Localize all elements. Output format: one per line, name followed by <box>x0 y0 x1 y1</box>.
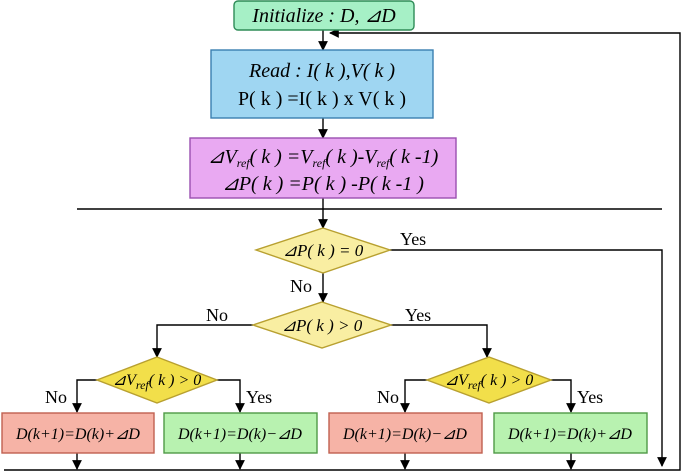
output-increase-left-label: D(k+1)=D(k)+⊿D <box>15 426 140 443</box>
calc-box <box>189 137 457 199</box>
init-box <box>233 0 415 31</box>
edge-bottom-return <box>4 28 681 471</box>
output-decrease-left-box <box>163 412 318 454</box>
edge-d3-yes <box>217 379 245 413</box>
decision-dvref-right: ⊿Vref( k ) > 0 <box>424 356 554 404</box>
output-increase-right-box <box>493 412 648 454</box>
output-increase-right-label: D(k+1)=D(k)+⊿D <box>507 426 632 443</box>
read-node: Read : I( k ),V( k ) P( k ) =I( k ) x V(… <box>210 49 434 119</box>
decision-dvref-right-shape <box>424 356 554 404</box>
calc-line-2: ⊿P( k ) =P( k ) -P( k -1 ) <box>222 173 424 195</box>
edge-d2-no <box>152 324 253 358</box>
init-node: Initialize : D, ⊿D <box>233 0 415 31</box>
decision-dp-zero: ⊿P( k ) = 0 <box>253 227 393 274</box>
label-d2-yes: Yes <box>405 305 431 325</box>
label-d3-no: No <box>45 387 67 407</box>
decision-dvref-left-shape <box>95 356 219 404</box>
edge-labels: Yes No No Yes No Yes No Yes <box>45 229 603 407</box>
edge-d1-yes <box>390 249 667 467</box>
edge-d3-no <box>72 379 97 413</box>
label-d2-no: No <box>206 305 228 325</box>
output-decrease-right-label: D(k+1)=D(k)−⊿D <box>342 426 467 443</box>
calc-node: ⊿Vref( k ) =Vref( k )-Vref( k -1) ⊿P( k … <box>189 137 457 199</box>
output-increase-left-box <box>1 412 155 454</box>
decision-dp-positive-label: ⊿P( k ) > 0 <box>282 316 363 335</box>
decision-dvref-left: ⊿Vref( k ) > 0 <box>95 356 219 404</box>
output-decrease-left: D(k+1)=D(k)−⊿D <box>163 412 318 454</box>
decision-dp-zero-label: ⊿P( k ) = 0 <box>283 241 364 260</box>
init-label: Initialize : D, ⊿D <box>251 5 396 27</box>
decision-dvref-left-label: ⊿Vref( k ) > 0 <box>113 372 202 392</box>
label-d4-no: No <box>377 387 399 407</box>
label-d1-no: No <box>290 276 312 296</box>
decision-dp-zero-shape <box>253 227 393 274</box>
edge-d4-yes <box>551 379 576 413</box>
calc-line-1: ⊿Vref( k ) =Vref( k )-Vref( k -1) <box>208 146 439 170</box>
read-box <box>210 49 434 119</box>
output-decrease-left-label: D(k+1)=D(k)−⊿D <box>177 426 302 443</box>
read-line-1: Read : I( k ),V( k ) <box>248 60 395 82</box>
label-d4-yes: Yes <box>577 387 603 407</box>
read-line-2: P( k ) =I( k ) x V( k ) <box>238 88 406 110</box>
decision-dvref-right-label: ⊿Vref( k ) > 0 <box>445 372 534 392</box>
decision-dp-positive-shape <box>250 301 394 349</box>
output-increase-left: D(k+1)=D(k)+⊿D <box>1 412 155 454</box>
output-increase-right: D(k+1)=D(k)+⊿D <box>493 412 648 454</box>
edge-d2-yes <box>391 324 492 358</box>
output-decrease-right: D(k+1)=D(k)−⊿D <box>328 412 483 454</box>
connectors <box>4 28 681 471</box>
label-d1-yes: Yes <box>400 229 426 249</box>
label-d3-yes: Yes <box>246 387 272 407</box>
decision-dp-positive: ⊿P( k ) > 0 <box>250 301 394 349</box>
output-decrease-right-box <box>328 412 483 454</box>
edge-d4-no <box>400 379 427 413</box>
